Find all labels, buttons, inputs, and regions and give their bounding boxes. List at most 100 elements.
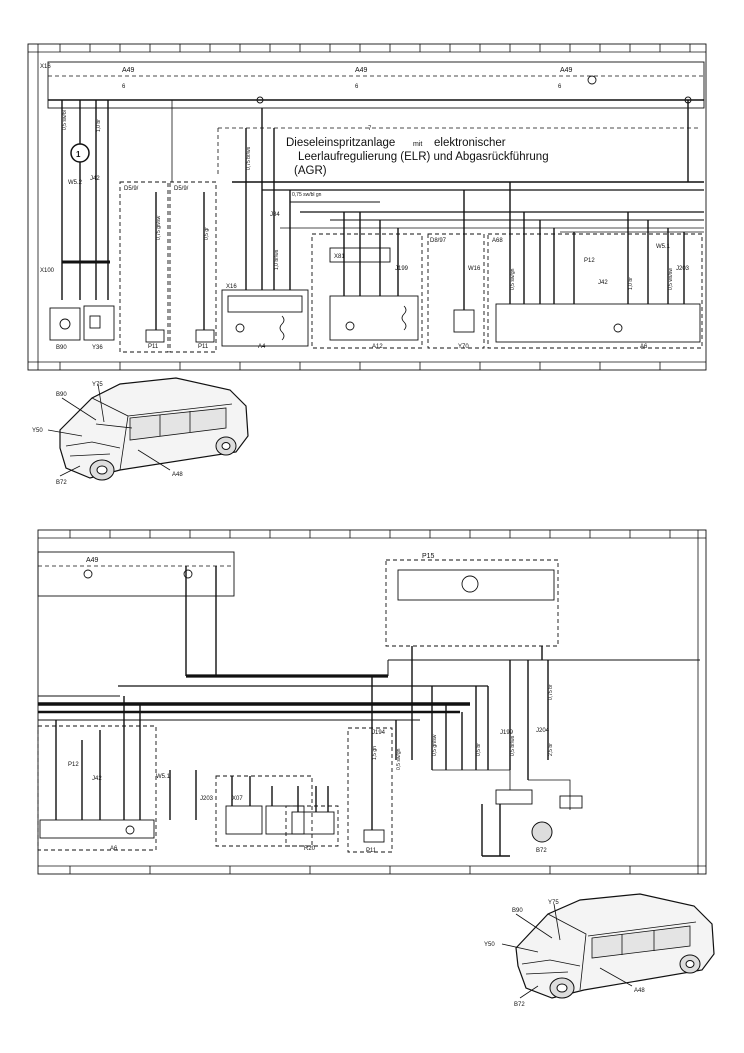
section-a6	[37, 725, 157, 851]
group-label-p12: P12	[584, 258, 595, 264]
group-label-x07: X07	[232, 796, 243, 802]
wire-spec: 0,5 gn/sw	[432, 734, 438, 756]
wire-label-w51: W5.1	[656, 244, 671, 250]
wire-label-w16: W16	[468, 266, 481, 272]
component-y70	[453, 309, 475, 333]
car2-label-b90: B90	[512, 908, 523, 914]
title-line-3: (AGR)	[294, 165, 327, 177]
group-label-p12: P12	[68, 762, 79, 768]
top-diagram: X16 A49 A49 A49 6 6 6 Dieseleinspritzanl…	[27, 43, 707, 371]
bus-connector-label: X16	[40, 64, 51, 70]
car2-label-b72: B72	[514, 1002, 525, 1008]
car1-label-a48: A48	[172, 472, 183, 478]
wire-spec: 0,5 gr	[204, 227, 210, 240]
section-x07	[215, 775, 313, 847]
component-a6	[495, 303, 701, 343]
component-y36	[83, 305, 115, 341]
component-p11	[363, 829, 385, 843]
wire-spec: 0,5 br	[476, 743, 482, 756]
car1-label-b72: B72	[56, 480, 67, 486]
vehicle-illustration-1: B90 Y75 Y50 B72 A48	[32, 377, 249, 486]
bus-number-4: 7	[368, 126, 372, 132]
component-b90	[49, 307, 81, 341]
section-a68	[487, 233, 703, 349]
wire-label-j203: J203	[676, 266, 690, 272]
wire-spec: 1,0 br	[628, 277, 634, 290]
wire-spec: 0,5 sw/gn	[396, 748, 402, 770]
section-p11	[347, 727, 393, 853]
bus-label-2: A49	[355, 67, 368, 74]
section-d59-1	[119, 181, 169, 353]
component-label-b72: B72	[536, 848, 547, 854]
component-label-y70: Y70	[458, 344, 469, 350]
ground-symbol	[587, 75, 597, 85]
group-label-d897: D8/97	[430, 238, 447, 244]
component-b72	[531, 821, 553, 843]
bus-label-1: A49	[122, 67, 135, 74]
group-label-w51: W5.1	[156, 774, 171, 780]
title-line-1: Dieseleinspritzanlage	[286, 137, 395, 149]
wire-spec: 0,5 sw/bl	[62, 110, 68, 130]
component-label-y36: Y36	[92, 345, 103, 351]
wire-label-j42: J42	[90, 176, 100, 182]
component-label-p11-2: P11	[198, 344, 209, 350]
component-p15	[385, 559, 559, 647]
component-label-a6: A6	[640, 344, 648, 350]
car1-label-y50: Y50	[32, 428, 43, 434]
group-label-j42: J42	[92, 776, 102, 782]
wire-label-j42-b: J42	[598, 280, 608, 286]
group-label-j204: J204	[536, 728, 550, 734]
group-label-r20: R20	[304, 846, 316, 852]
bus-number-1: 6	[122, 84, 126, 90]
bus-label-3: A49	[560, 67, 573, 74]
car1-label-b90: B90	[56, 392, 67, 398]
group-label-d59-1: D5/9/	[124, 186, 139, 192]
wire-label-w52: W5.2	[68, 180, 83, 186]
marker-number: 1	[76, 150, 81, 159]
wire-spec: 0,5 ws/sw	[668, 268, 674, 290]
bottom-diagram: A49 P15 A6 P12 J42 W5.	[37, 529, 707, 875]
wire-spec: 0,5 br/ws	[510, 735, 516, 756]
component-a12	[329, 295, 419, 341]
wire-spec: 0,75 br/ws	[246, 146, 252, 170]
title-line-2: Leerlaufregulierung (ELR) und Abgasrückf…	[298, 151, 549, 163]
bus-number-3: 6	[558, 84, 562, 90]
bottom-bus-label: A49	[86, 557, 99, 564]
component-label-a12: A12	[372, 344, 383, 350]
note-label: 0,75 sw/bl gn	[292, 192, 322, 198]
section-d897	[427, 233, 485, 349]
car2-label-a48: A48	[634, 988, 645, 994]
car2-label-y75: Y75	[548, 900, 559, 906]
title-mid: mit	[413, 141, 422, 148]
group-label-j199: J199	[500, 730, 514, 736]
vehicle-illustration-2: B90 Y75 Y50 B72 A48	[484, 893, 715, 1008]
component-label-b90: B90	[56, 345, 67, 351]
group-label-a6: A6	[110, 846, 118, 852]
junction-node	[256, 96, 264, 104]
wire-spec: 0,75 br	[548, 684, 554, 700]
group-label-d59-2: D5/9/	[174, 186, 189, 192]
wire-spec: 1,0 br/ws	[274, 249, 280, 270]
section-d59-2	[169, 181, 217, 353]
car2-label-y50: Y50	[484, 942, 495, 948]
wire-label-j84: J84	[270, 212, 280, 218]
title-line-1-end: elektronischer	[434, 137, 506, 149]
car1-label-y75: Y75	[92, 382, 103, 388]
wire-spec: 0,5 sw/gn	[510, 268, 516, 290]
wire-label-j199: J199	[395, 266, 409, 272]
component-label-p11-1: P11	[148, 344, 159, 350]
group-label-p15: P15	[422, 553, 435, 560]
group-label-j194: J194	[372, 730, 386, 736]
component-a4	[221, 289, 309, 347]
group-label-x16: X16	[226, 284, 237, 290]
wire-label-x81: X81	[334, 254, 345, 260]
section-x16-a12	[311, 233, 423, 349]
wire-spec: 1,5 gn	[372, 746, 378, 760]
wire-spec: 1,0 br	[96, 119, 102, 132]
group-label-a68: A68	[492, 238, 503, 244]
bus-number-2: 6	[355, 84, 359, 90]
component-label-a4: A4	[258, 344, 266, 350]
wire-spec: 0,75 gn/sw	[156, 215, 162, 240]
wire-spec: 2,5 br	[548, 743, 554, 756]
